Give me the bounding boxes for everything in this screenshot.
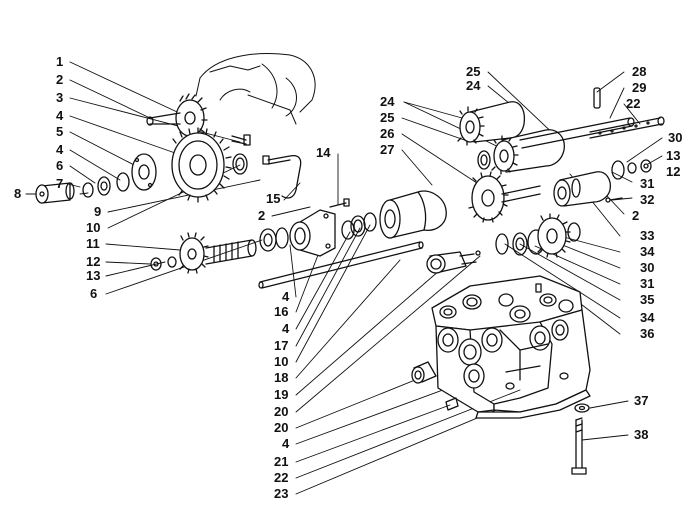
callout-10: 10 xyxy=(86,220,101,235)
callout-3: 3 xyxy=(56,90,64,105)
oil-pipe xyxy=(262,154,302,199)
callout-31: 31 xyxy=(640,276,655,291)
callout-10: 10 xyxy=(274,354,289,369)
callout-6: 6 xyxy=(56,158,64,173)
callout-22: 22 xyxy=(626,96,641,111)
leader-lines xyxy=(25,61,663,495)
callout-9: 9 xyxy=(94,204,102,219)
callout-4: 4 xyxy=(282,436,290,451)
callout-32: 32 xyxy=(640,192,655,207)
callout-21: 21 xyxy=(274,454,289,469)
callout-27: 27 xyxy=(380,142,395,157)
callout-34: 34 xyxy=(640,244,655,259)
upper-right-pump-gears xyxy=(457,87,665,223)
callout-25: 25 xyxy=(380,110,395,125)
lower-left-gear-shaft xyxy=(150,228,277,274)
callout-35: 35 xyxy=(640,292,655,307)
callout-2: 2 xyxy=(258,208,266,223)
callout-8: 8 xyxy=(14,186,22,201)
callout-4: 4 xyxy=(56,108,64,123)
callout-13: 13 xyxy=(86,268,101,283)
callout-13: 13 xyxy=(666,148,681,163)
callout-30: 30 xyxy=(668,130,683,145)
callout-20: 20 xyxy=(274,420,289,435)
callout-19: 19 xyxy=(274,387,289,402)
gearbox-housing xyxy=(431,275,591,419)
callout-37: 37 xyxy=(634,393,649,408)
engine-block-outline xyxy=(195,53,316,125)
callout-6: 6 xyxy=(90,286,98,301)
right-lower-gear-set xyxy=(495,213,581,258)
callout-33: 33 xyxy=(640,228,655,243)
callout-2: 2 xyxy=(56,72,64,87)
sleeve-bushing xyxy=(426,250,481,274)
callout-17: 17 xyxy=(274,338,289,353)
callout-38: 38 xyxy=(634,427,649,442)
callout-16: 16 xyxy=(274,304,289,319)
callout-7: 7 xyxy=(56,176,64,191)
callout-4: 4 xyxy=(282,289,290,304)
callout-1: 1 xyxy=(56,54,64,69)
callout-31: 31 xyxy=(640,176,655,191)
bush-and-pin xyxy=(411,361,459,411)
callout-30: 30 xyxy=(640,260,655,275)
callout-11: 11 xyxy=(86,236,100,251)
washer-and-bolt xyxy=(571,403,590,475)
callout-36: 36 xyxy=(640,326,655,341)
callout-5: 5 xyxy=(56,124,64,139)
callout-15: 15 xyxy=(266,191,281,206)
center-bearing-housing xyxy=(275,198,377,257)
callout-29: 29 xyxy=(632,80,647,95)
callout-24: 24 xyxy=(380,94,395,109)
callout-26: 26 xyxy=(380,126,395,141)
long-drive-shaft xyxy=(258,241,424,289)
callout-2: 2 xyxy=(632,208,640,223)
callout-34: 34 xyxy=(640,310,655,325)
callout-25: 25 xyxy=(466,64,481,79)
callout-18: 18 xyxy=(274,370,289,385)
callout-12: 12 xyxy=(86,254,101,269)
callout-12: 12 xyxy=(666,164,681,179)
callout-20: 20 xyxy=(274,404,289,419)
callout-24: 24 xyxy=(466,78,481,93)
pump-body xyxy=(379,190,447,239)
callout-23: 23 xyxy=(274,486,289,501)
callout-22: 22 xyxy=(274,470,289,485)
crank-gear-assembly xyxy=(35,93,251,204)
callout-4: 4 xyxy=(56,142,64,157)
callout-28: 28 xyxy=(632,64,647,79)
callout-14: 14 xyxy=(316,145,331,160)
callout-4: 4 xyxy=(282,321,290,336)
